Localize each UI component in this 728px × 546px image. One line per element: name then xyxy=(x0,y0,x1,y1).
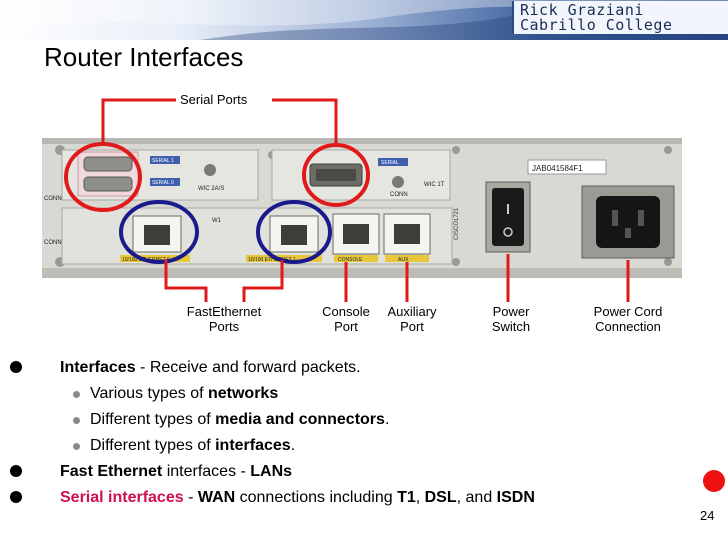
bullet-text: networks xyxy=(207,385,279,402)
bullet-text: DSL xyxy=(424,489,457,506)
bullet-text: , and xyxy=(456,489,497,506)
label-line: Connection xyxy=(595,319,661,334)
red-dot-marker xyxy=(703,470,725,492)
label-line: Port xyxy=(400,319,424,334)
screw-icon xyxy=(664,258,672,266)
fe0-label-strip xyxy=(120,255,190,262)
bullet-text: . xyxy=(384,411,390,428)
bullet-text: LANs xyxy=(250,463,293,480)
bullet-text: . xyxy=(290,437,296,454)
sub-bullet-dot-icon xyxy=(73,391,80,398)
cisco-model-text: CISCO1721 xyxy=(454,207,460,240)
bullet-text: Interfaces xyxy=(60,359,136,376)
bullet-text: interfaces - xyxy=(162,463,251,480)
serial-text: SERIAL xyxy=(381,160,399,166)
fastethernet-highlight-circle-2 xyxy=(256,200,332,264)
sub-bullet-item: Different types of interfaces. xyxy=(0,434,700,460)
bullet-text: Different types of xyxy=(90,411,216,428)
bullet-item: Fast Ethernet interfaces - LANs xyxy=(0,460,700,486)
screw-icon xyxy=(664,146,672,154)
bullet-dot-icon xyxy=(10,361,22,373)
serial-number-text: JAB041584F1 xyxy=(532,164,583,173)
author-name: Rick Graziani xyxy=(520,1,644,19)
fe1-text: 10/100 ETHERNET 1 xyxy=(248,257,296,263)
header-banner: Rick Graziani Cabrillo College xyxy=(0,0,728,40)
label-fastethernet-ports: FastEthernet Ports xyxy=(178,304,270,334)
bullet-text: interfaces xyxy=(215,437,291,454)
power-socket xyxy=(596,196,660,248)
bullet-text: T1 xyxy=(397,489,416,506)
bullet-item: Serial interfaces - WAN connections incl… xyxy=(0,486,700,512)
label-auxiliary-port: Auxiliary Port xyxy=(380,304,444,334)
label-line: Ports xyxy=(208,319,240,334)
wic-led xyxy=(204,164,216,176)
label-power-switch: Power Switch xyxy=(480,304,542,334)
author-college: Cabrillo College xyxy=(520,16,673,34)
serial1-text: SERIAL 1 xyxy=(152,158,174,164)
screw-icon xyxy=(452,146,460,154)
wic-2a-text: WIC 2A/S xyxy=(198,186,224,192)
page-number: 24 xyxy=(700,508,715,523)
conn-text-3: CONN xyxy=(44,240,62,246)
slide-title: Router Interfaces xyxy=(44,42,244,72)
label-line: Console xyxy=(322,304,370,319)
serial1-tag xyxy=(150,156,180,164)
aux-label-strip xyxy=(385,255,429,262)
bullet-text: , xyxy=(415,489,425,506)
serial-port-1 xyxy=(83,156,133,172)
sub-bullet-item: Various types of networks xyxy=(0,382,700,408)
bullet-list: Interfaces - Receive and forward packets… xyxy=(0,356,700,512)
label-line: Power xyxy=(492,304,530,319)
bullet-text: Different types of xyxy=(90,437,216,454)
fe1-label-strip xyxy=(246,255,322,262)
label-line: Power Cord xyxy=(593,304,663,319)
label-serial-ports: Serial Ports xyxy=(180,92,248,107)
bullet-text: WAN xyxy=(197,489,236,506)
bullet-text: Various types of xyxy=(90,385,208,402)
callout-lines xyxy=(101,98,630,302)
aux-text: AUX xyxy=(398,257,409,263)
serial0-tag xyxy=(150,178,180,186)
fastethernet-highlight-circle-1 xyxy=(119,200,199,264)
bullet-text: ISDN xyxy=(496,489,535,506)
sub-bullet-item: Different types of media and connectors. xyxy=(0,408,700,434)
console-label-strip xyxy=(334,255,378,262)
bullet-dot-icon xyxy=(10,491,22,503)
bullet-text: Serial interfaces xyxy=(60,489,184,506)
serial-number-sticker xyxy=(527,159,607,175)
serial-port-0 xyxy=(83,176,133,192)
serial0-text: SERIAL 0 xyxy=(152,180,174,186)
label-line: FastEthernet xyxy=(186,304,262,319)
label-power-cord-connection: Power Cord Connection xyxy=(582,304,674,334)
w1-text: W1 xyxy=(212,218,222,224)
bullet-text: - xyxy=(183,489,198,506)
author-credit: Rick Graziani Cabrillo College xyxy=(512,1,728,34)
console-text: CONSOLE xyxy=(338,257,363,263)
bullet-dot-icon xyxy=(10,465,22,477)
bullet-item: Interfaces - Receive and forward packets… xyxy=(0,356,700,382)
power-switch-rocker xyxy=(492,188,524,246)
bullet-text: connections including xyxy=(235,489,398,506)
sub-bullet-dot-icon xyxy=(73,417,80,424)
bullet-text: - Receive and forward packets. xyxy=(135,359,361,376)
serial-tag xyxy=(378,158,408,166)
label-console-port: Console Port xyxy=(314,304,378,334)
wic-1t-text: WIC 1T xyxy=(424,182,445,188)
bullet-text: media and connectors xyxy=(215,411,385,428)
sub-bullet-dot-icon xyxy=(73,443,80,450)
screw-icon xyxy=(452,258,460,266)
label-line: Switch xyxy=(491,319,531,334)
label-line: Auxiliary xyxy=(387,304,437,319)
label-line: Port xyxy=(334,319,358,334)
conn-text-2: CONN xyxy=(390,192,408,198)
conn-text-1: CONN xyxy=(44,196,62,202)
bullet-text: Fast Ethernet xyxy=(60,463,163,480)
